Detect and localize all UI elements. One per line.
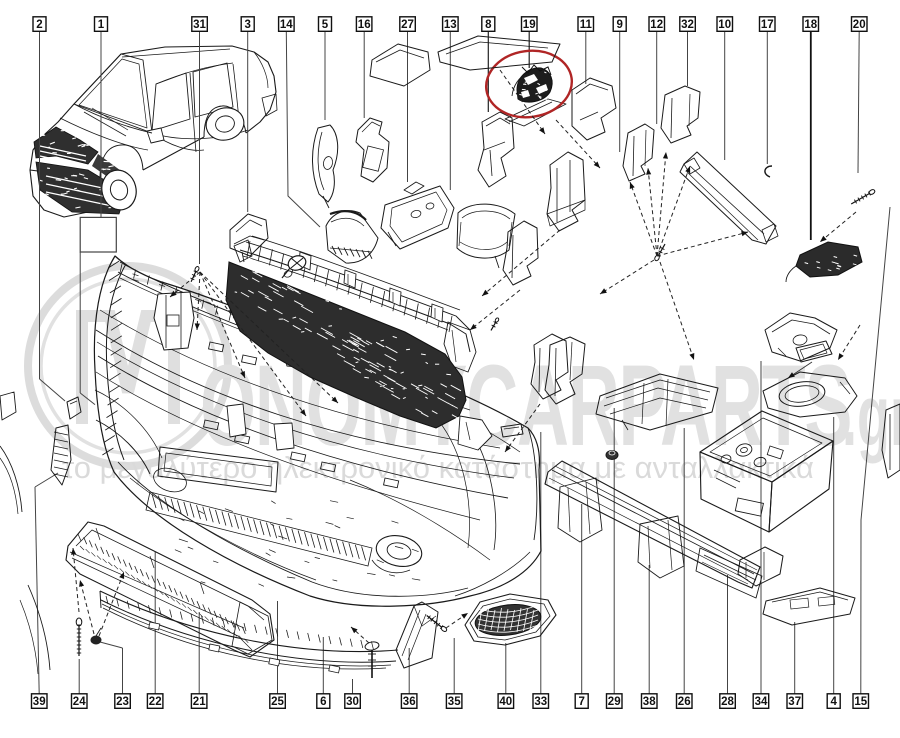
svg-text:28: 28	[721, 696, 734, 708]
svg-text:17: 17	[761, 19, 774, 31]
svg-text:13: 13	[444, 19, 457, 31]
svg-text:14: 14	[280, 19, 293, 31]
svg-text:39: 39	[33, 696, 46, 708]
svg-text:23: 23	[116, 696, 129, 708]
svg-text:27: 27	[401, 19, 414, 31]
svg-text:16: 16	[358, 19, 371, 31]
svg-text:12: 12	[650, 19, 663, 31]
svg-text:15: 15	[854, 696, 867, 708]
svg-text:32: 32	[681, 19, 694, 31]
svg-text:5: 5	[322, 19, 329, 31]
svg-text:33: 33	[534, 696, 547, 708]
svg-text:31: 31	[193, 19, 206, 31]
svg-text:9: 9	[616, 19, 622, 31]
svg-text:10: 10	[718, 19, 731, 31]
svg-text:25: 25	[271, 696, 284, 708]
svg-text:29: 29	[608, 696, 621, 708]
svg-text:2: 2	[36, 19, 42, 31]
svg-text:21: 21	[193, 696, 206, 708]
svg-text:4: 4	[830, 696, 837, 708]
svg-text:26: 26	[678, 696, 691, 708]
svg-text:20: 20	[853, 19, 866, 31]
svg-text:8: 8	[485, 19, 492, 31]
svg-text:3: 3	[244, 19, 250, 31]
svg-text:22: 22	[149, 696, 162, 708]
svg-text:6: 6	[320, 696, 326, 708]
svg-text:40: 40	[499, 696, 512, 708]
svg-text:19: 19	[523, 19, 536, 31]
svg-text:34: 34	[755, 696, 768, 708]
svg-text:38: 38	[643, 696, 656, 708]
svg-text:7: 7	[578, 696, 584, 708]
svg-text:1: 1	[98, 19, 105, 31]
svg-text:35: 35	[448, 696, 461, 708]
svg-text:18: 18	[804, 19, 817, 31]
svg-text:36: 36	[403, 696, 416, 708]
svg-text:το μεγαλύτερο ηλεκτρονικό κατά: το μεγαλύτερο ηλεκτρονικό κατάστημα με α…	[62, 450, 814, 485]
svg-text:30: 30	[346, 696, 359, 708]
svg-text:24: 24	[73, 696, 86, 708]
svg-text:11: 11	[580, 19, 593, 31]
svg-text:37: 37	[788, 696, 801, 708]
